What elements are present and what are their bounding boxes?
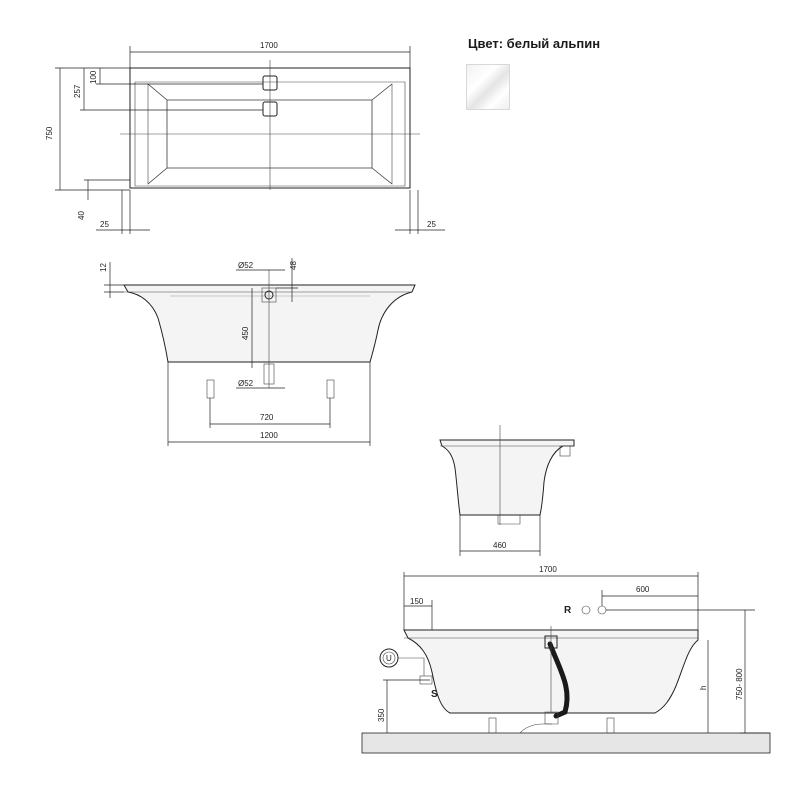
label-r: R [564,605,572,616]
label-h: h [699,686,708,690]
end-view: 460 [439,425,575,556]
dim-25-left: 25 [100,220,109,229]
color-label: Цвет: белый альпин [468,36,601,51]
dim-width: 750 [45,126,54,140]
foot-right [326,379,335,399]
dim-d52-bottom: Ø52 [238,379,254,388]
dim-460: 460 [493,541,507,550]
dim-720: 720 [260,413,274,422]
drain-hose [547,641,570,719]
floor [361,732,771,754]
label-s: S [431,689,438,700]
label-u: U [386,654,392,663]
dim-40: 40 [77,211,86,220]
dim-1200: 1200 [260,431,278,440]
connector-r1 [581,605,591,615]
dim-48: 48 [289,261,298,270]
dim-150: 150 [410,597,424,606]
dim-1700-install: 1700 [539,565,557,574]
install-view: U S 350 R 1700 600 150 h 750- 800 [361,565,771,754]
foot-left [206,379,215,399]
dim-600: 600 [636,585,650,594]
dim-450: 450 [241,326,250,340]
connector-r2 [597,605,607,615]
side-view: 12 Ø52 48 450 Ø52 720 1200 [99,258,416,446]
dim-350: 350 [377,708,386,722]
dim-d52-top: Ø52 [238,261,254,270]
dim-100: 100 [89,70,98,84]
top-view: 1700 750 100 257 40 25 25 [45,41,445,234]
dim-12: 12 [99,263,108,272]
dim-25-right: 25 [427,220,436,229]
dim-length: 1700 [260,41,278,50]
side-view-tub [123,284,416,363]
dim-height: 750- 800 [735,668,744,700]
dim-257: 257 [73,84,82,98]
end-view-tub [439,439,575,516]
install-foot-right [606,717,615,734]
install-foot-left [488,717,497,734]
color-swatch[interactable] [466,64,510,110]
